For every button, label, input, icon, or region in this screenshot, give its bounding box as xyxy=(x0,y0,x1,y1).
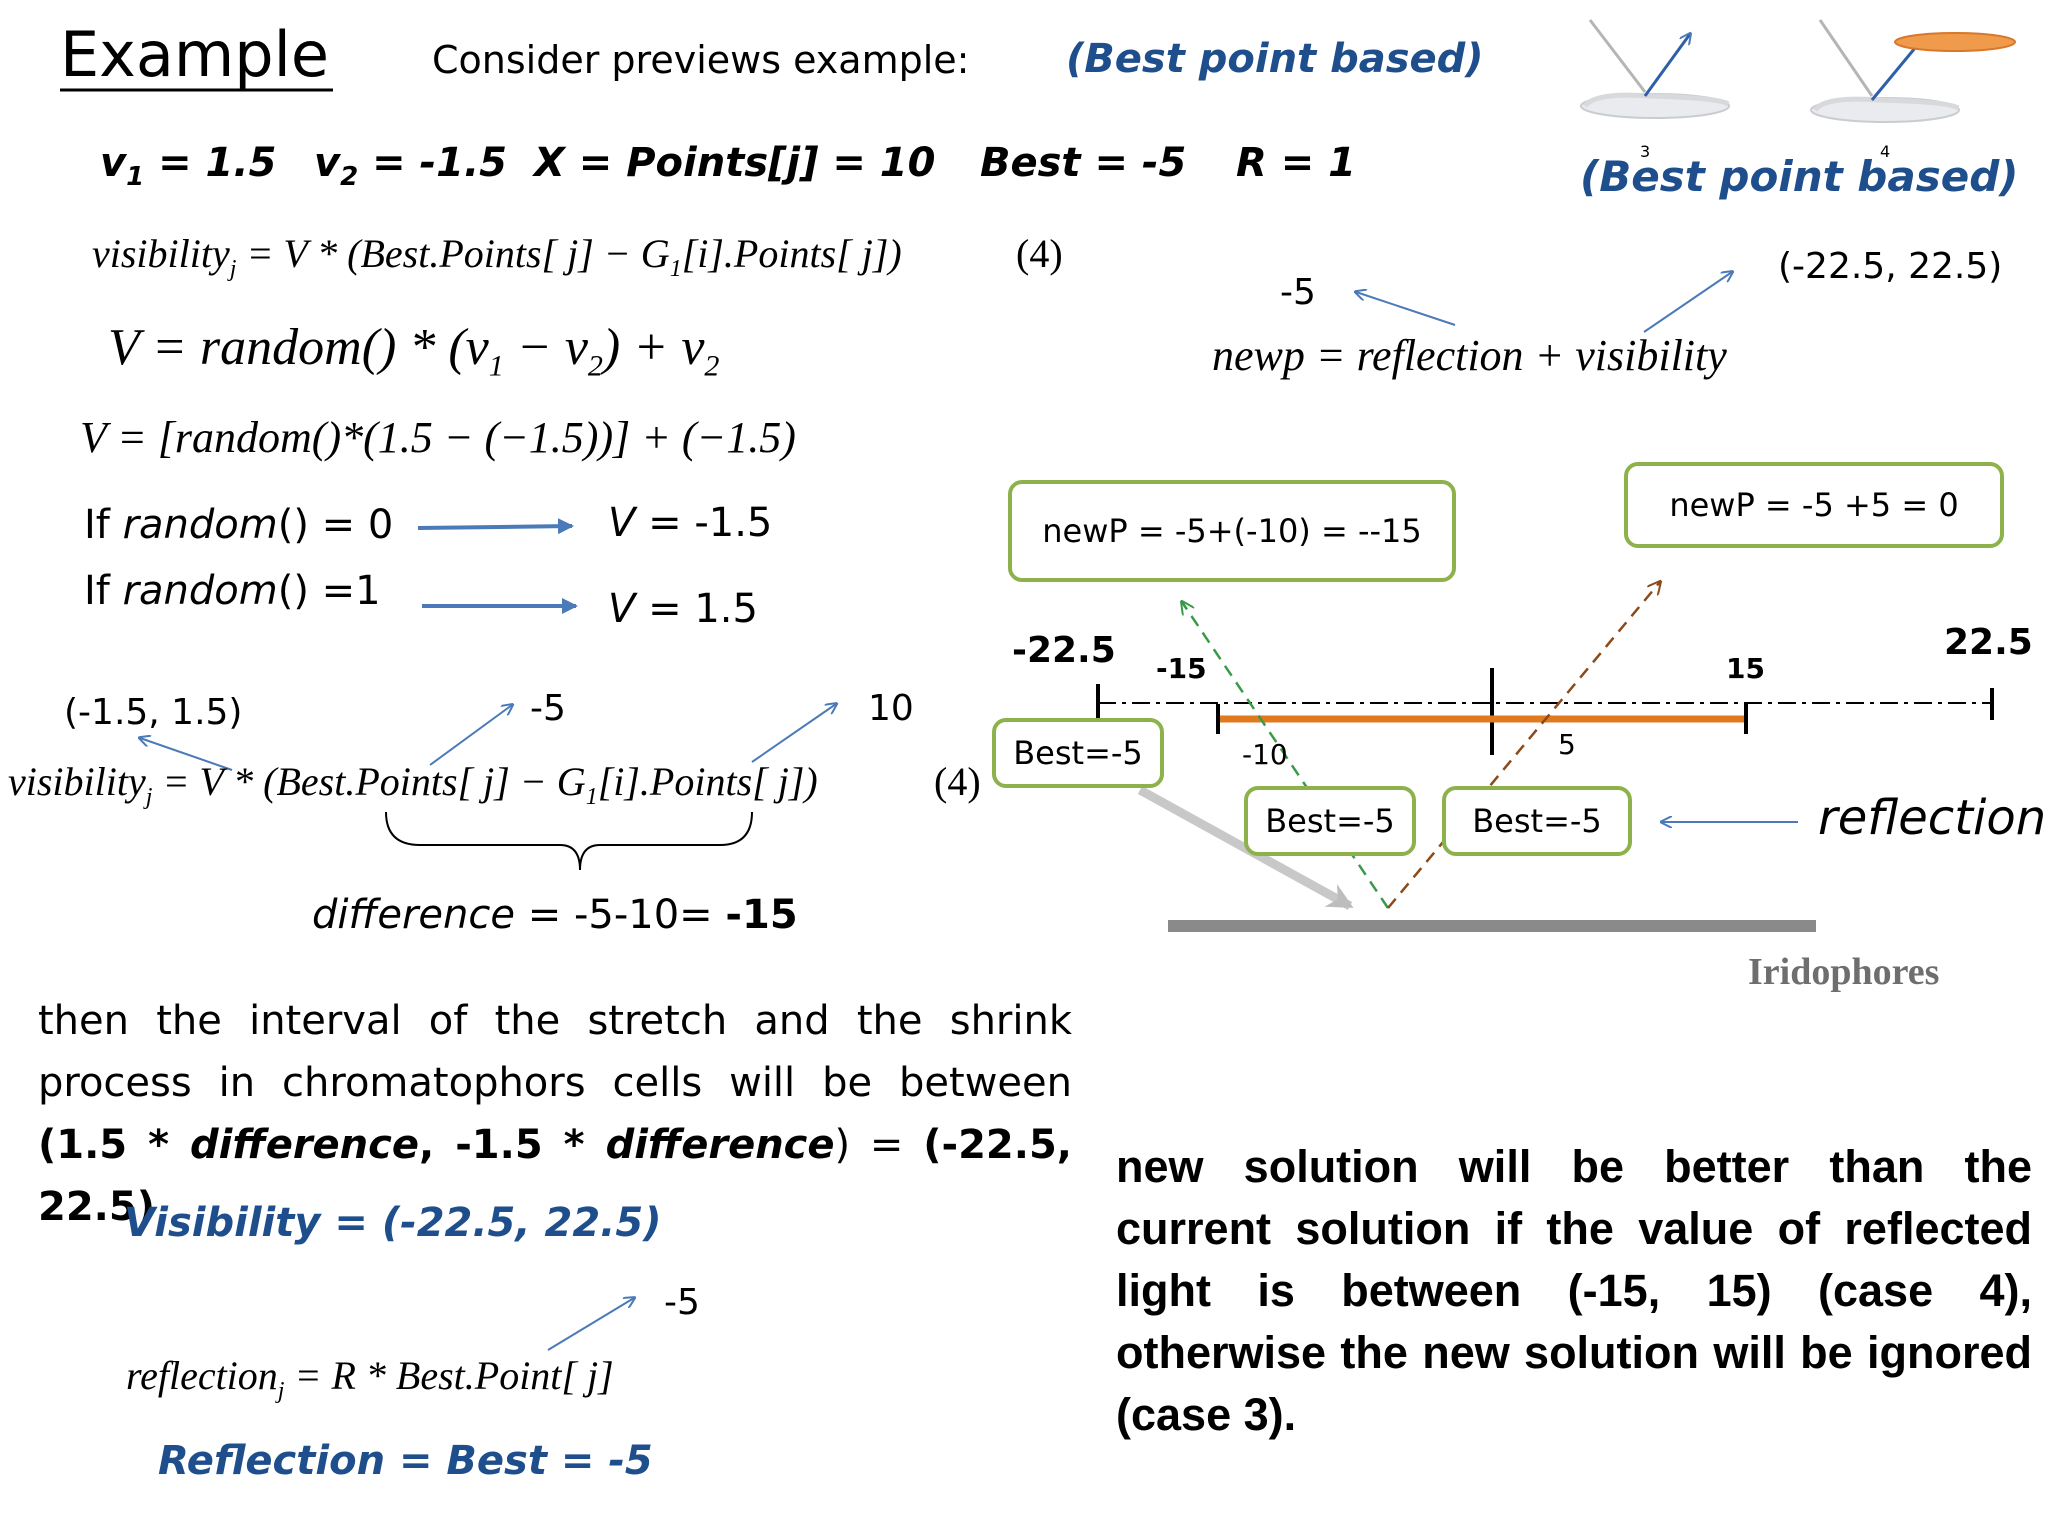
reflection-label: reflection xyxy=(1818,790,2047,846)
arrow-minus5 xyxy=(429,705,512,766)
visibility-equation-number: (4) xyxy=(1016,231,1063,276)
visibility-equation: visibilityj = V * (Best.Points[ j] − G1[… xyxy=(92,231,902,282)
case-random-0: If random() = 0 xyxy=(84,502,394,548)
v-equation: V = random() * (v1 − v2) + v2 xyxy=(108,319,720,383)
annot-minus5: -5 xyxy=(530,688,566,729)
reflection-result: Reflection = Best = -5 xyxy=(158,1438,653,1484)
case-random-1: If random() =1 xyxy=(84,568,381,614)
newp-annot-right: (-22.5, 22.5) xyxy=(1778,246,2003,287)
arrow-range xyxy=(140,738,233,771)
tick-label-m10: -10 xyxy=(1242,738,1288,771)
param-r: R = 1 xyxy=(1236,140,1356,186)
intro-text: Consider previews example: xyxy=(432,38,970,82)
case3-illustration xyxy=(1580,19,1730,119)
tick-label-right: 22.5 xyxy=(1944,622,2033,663)
case4-illustration xyxy=(1810,19,2016,123)
param-best: Best = -5 xyxy=(980,140,1187,186)
newp-annot-left: -5 xyxy=(1280,272,1316,313)
difference-brace xyxy=(385,811,753,871)
diagram-subtitle: (Best point based) xyxy=(1580,152,2019,201)
best-box-a: Best=-5 xyxy=(992,718,1164,788)
tick-label-5: 5 xyxy=(1558,728,1576,761)
illustration-label-4: 4 xyxy=(1880,142,1891,161)
reflected-ray-case4 xyxy=(1387,582,1660,909)
illustration-label-3: 3 xyxy=(1640,142,1651,161)
arrow-newp-left xyxy=(1356,292,1456,326)
header-subtitle: (Best point based) xyxy=(1066,36,1484,82)
page-title: Example xyxy=(60,18,329,91)
v-numeric-equation: V = [random()*(1.5 − (−1.5))] + (−1.5) xyxy=(80,413,796,462)
visibility-equation-annotated: visibilityj = V * (Best.Points[ j] − G1[… xyxy=(8,759,818,810)
param-v2: v2 = -1.5 xyxy=(314,140,507,192)
result-random-1: V = 1.5 xyxy=(608,586,758,632)
reflected-ray-case3 xyxy=(1182,602,1390,909)
iridophores-label: Iridophores xyxy=(1748,951,1940,993)
tick-label-m15: -15 xyxy=(1156,652,1207,685)
arrow-newp-right xyxy=(1643,272,1732,333)
result-random-0: V = -1.5 xyxy=(608,500,773,546)
annot-ten: 10 xyxy=(868,688,914,729)
best-box-c: Best=-5 xyxy=(1442,786,1632,856)
tick-label-15: 15 xyxy=(1726,652,1765,685)
annot-range: (-1.5, 1.5) xyxy=(64,692,243,733)
param-x: X = Points[j] = 10 xyxy=(534,140,936,186)
interval-paragraph: then the interval of the stretch and the… xyxy=(38,998,1072,1230)
tick-label-left: -22.5 xyxy=(1012,630,1116,671)
param-v1: v1 = 1.5 xyxy=(100,140,277,192)
arrow-ten xyxy=(751,704,836,763)
visibility-equation-number-2: (4) xyxy=(934,759,981,804)
best-box-b: Best=-5 xyxy=(1244,786,1416,856)
newp-box-left: newP = -5+(-10) = --15 xyxy=(1008,480,1456,582)
newp-box-right: newP = -5 +5 = 0 xyxy=(1624,462,2004,548)
visibility-result: Visibility = (-22.5, 22.5) xyxy=(124,1200,662,1246)
reflection-annot: -5 xyxy=(664,1282,700,1323)
arrow-if0 xyxy=(417,518,574,535)
conclusion-text: new solution will be better than the cur… xyxy=(1116,1141,2032,1440)
reflection-equation: reflectionj = R * Best.Point[ j] xyxy=(126,1353,614,1404)
difference-line: difference = -5-10= -15 xyxy=(312,892,798,938)
newp-equation: newp = reflection + visibility xyxy=(1212,331,1727,380)
arrow-reflection xyxy=(547,1298,634,1351)
